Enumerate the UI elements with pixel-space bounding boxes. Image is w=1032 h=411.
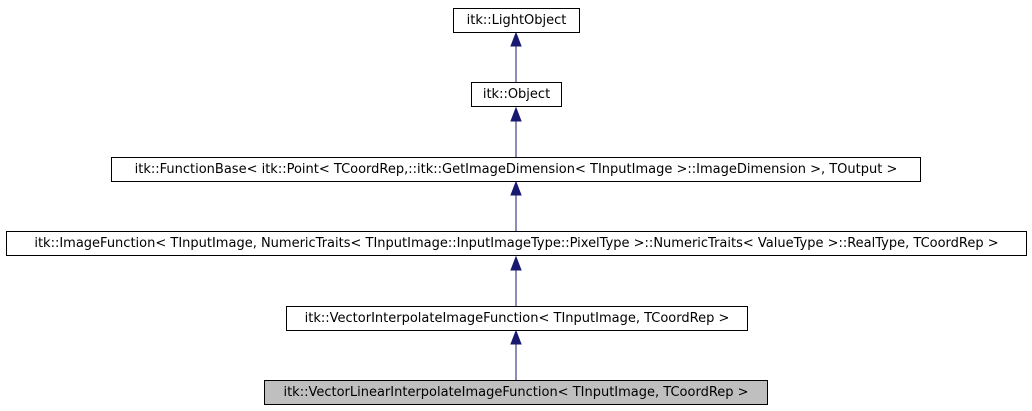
edge-vector-linear-to-vector-interpolate <box>510 329 522 380</box>
arrowhead-icon <box>510 31 522 47</box>
arrowhead-icon <box>510 255 522 271</box>
edge-image-function-to-function-base <box>510 180 522 231</box>
class-node-vector-linear-interpolate: itk::VectorLinearInterpolateImageFunctio… <box>264 380 768 405</box>
class-node-object[interactable]: itk::Object <box>471 82 562 107</box>
class-node-light-object[interactable]: itk::LightObject <box>453 8 580 33</box>
edge-object-to-light-object <box>510 31 522 82</box>
class-node-image-function[interactable]: itk::ImageFunction< TInputImage, Numeric… <box>6 231 1027 256</box>
arrowhead-icon <box>510 106 522 122</box>
edge-vector-interpolate-to-image-function <box>510 255 522 306</box>
class-node-function-base[interactable]: itk::FunctionBase< itk::Point< TCoordRep… <box>111 157 921 182</box>
edge-function-base-to-object <box>510 106 522 157</box>
class-node-vector-interpolate[interactable]: itk::VectorInterpolateImageFunction< TIn… <box>286 306 748 331</box>
arrowhead-icon <box>510 329 522 345</box>
arrowhead-icon <box>510 180 522 196</box>
